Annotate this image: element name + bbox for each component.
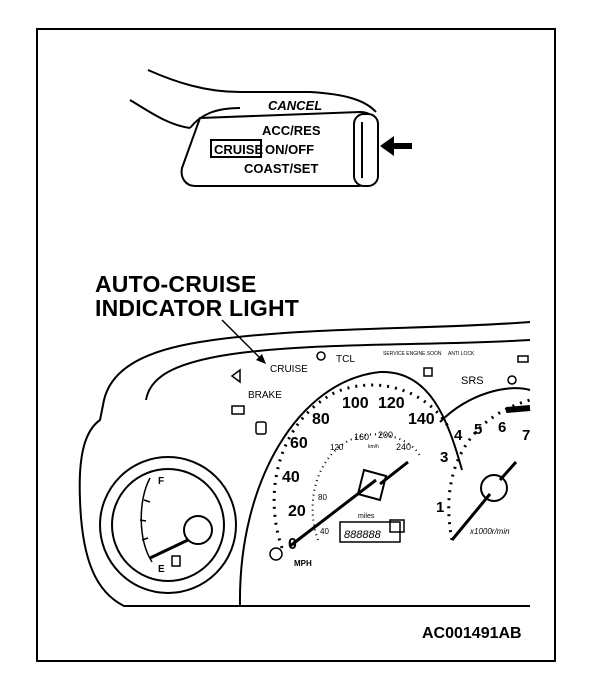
- callout-line-1: AUTO-CRUISE: [95, 271, 257, 297]
- seatbelt-icon: [316, 351, 326, 361]
- kmh-tick-200: 200: [378, 430, 393, 440]
- kmh-tick-40: 40: [320, 527, 329, 536]
- tcl-indicator-label: TCL: [336, 354, 355, 365]
- callout-arrowhead: [256, 354, 266, 364]
- cancel-label: CANCEL: [268, 98, 322, 113]
- turn-signal-right-icon: [517, 355, 529, 363]
- fuel-gauge: [99, 456, 237, 594]
- instrument-cluster: [78, 321, 531, 607]
- kmh-tick-80: 80: [318, 493, 327, 502]
- tach-tick-3: 3: [440, 449, 448, 466]
- fuel-empty-label: E: [158, 564, 165, 575]
- brake-indicator-label: BRAKE: [248, 390, 282, 401]
- acc-res-label: ACC/RES: [262, 123, 321, 138]
- odometer-value: 888888: [344, 529, 382, 541]
- speed-tick-40: 40: [282, 469, 300, 486]
- kmh-unit-label: km/h: [368, 444, 379, 450]
- callout-leader-line: [221, 319, 263, 361]
- cruise-control-lever: [129, 69, 412, 187]
- tach-tick-4: 4: [454, 427, 463, 444]
- battery-icon: [231, 405, 245, 415]
- speedometer: [269, 383, 452, 561]
- odometer-label: miles: [358, 513, 375, 520]
- turn-signal-left-icon: [230, 368, 241, 384]
- fuel-full-label: F: [158, 476, 164, 487]
- headlight-icon: [423, 367, 433, 377]
- kmh-tick-240: 240: [396, 442, 411, 452]
- speed-unit-label: MPH: [294, 559, 312, 568]
- speed-tick-140: 140: [408, 411, 435, 428]
- tach-unit-label: x1000r/min: [469, 527, 510, 536]
- oil-pressure-icon: [255, 421, 267, 435]
- speed-tick-0: 0: [288, 536, 297, 553]
- anti-lock-indicator-label: ANTI LOCK: [448, 351, 475, 357]
- tach-tick-6: 6: [498, 419, 506, 436]
- figure-id: AC001491AB: [422, 625, 522, 642]
- coast-set-label: COAST/SET: [244, 161, 318, 176]
- tachometer: [447, 398, 531, 541]
- speed-tick-60: 60: [290, 435, 308, 452]
- cruise-button-outline: [210, 139, 262, 158]
- kmh-tick-120: 120: [330, 443, 344, 452]
- speed-tick-120: 120: [378, 395, 405, 412]
- srs-indicator-label: SRS: [461, 375, 484, 387]
- speed-tick-20: 20: [288, 503, 306, 520]
- callout-line-2: INDICATOR LIGHT: [95, 295, 300, 321]
- fuel-pump-icon: [171, 555, 181, 567]
- service-engine-indicator-label: SERVICE ENGINE SOON: [383, 351, 442, 357]
- callout-label: AUTO-CRUISE INDICATOR LIGHT: [95, 272, 299, 320]
- speed-tick-80: 80: [312, 411, 330, 428]
- tach-tick-7: 7: [522, 427, 530, 444]
- airbag-icon: [507, 375, 517, 385]
- on-off-label: ON/OFF: [265, 142, 314, 157]
- cruise-indicator-label: CRUISE: [270, 364, 308, 375]
- tach-tick-5: 5: [474, 421, 482, 438]
- cruise-button-label: CRUISE: [214, 142, 263, 157]
- speed-tick-100: 100: [342, 395, 369, 412]
- tach-tick-1: 1: [436, 499, 444, 516]
- kmh-tick-160: 160: [354, 432, 369, 442]
